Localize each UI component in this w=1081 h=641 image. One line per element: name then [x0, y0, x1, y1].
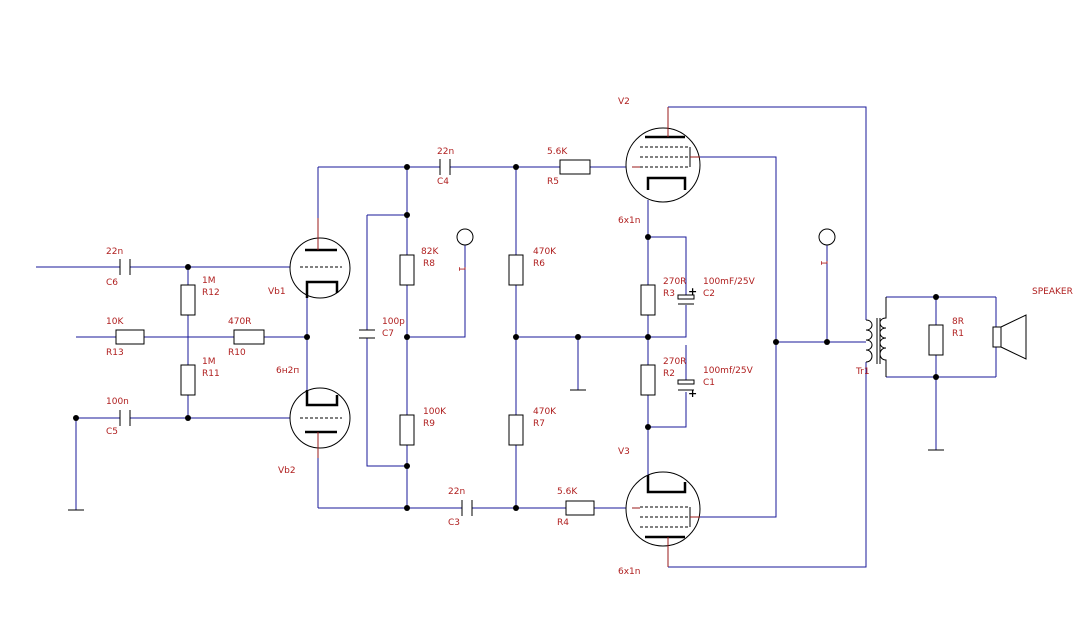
label-v3-ref: V3: [618, 447, 630, 457]
label-c2-value: 100mF/25V: [703, 277, 756, 287]
resistor-r4: [565, 500, 595, 516]
label-c1-value: 100mf/25V: [703, 366, 754, 376]
label-r1-value: 8R: [952, 317, 964, 327]
capacitor-c3: [461, 500, 473, 516]
label-terminal-t2-pin: 1: [818, 260, 828, 266]
label-r1-ref: R1: [952, 329, 964, 339]
capacitor-c6: [119, 259, 131, 275]
label-r9-value: 100K: [423, 407, 447, 417]
label-r6-ref: R6: [533, 259, 545, 269]
grounds: [68, 389, 944, 511]
label-r13-value: 10K: [106, 317, 124, 327]
label-tr1-ref: Tr1: [855, 367, 870, 377]
tube-vb2: [289, 387, 351, 458]
transformer-tr1: [865, 297, 887, 377]
label-r13-ref: R13: [106, 348, 124, 358]
label-r7-value: 470K: [533, 407, 557, 417]
label-r7-ref: R7: [533, 419, 545, 429]
label-r6-value: 470K: [533, 247, 557, 257]
label-r4-value: 5.6K: [557, 487, 578, 497]
tube-vb1: [289, 218, 351, 299]
capacitor-c5: [119, 410, 131, 426]
tube-v2: [625, 107, 701, 203]
label-r12-value: 1M: [202, 276, 216, 286]
terminal-t2: [818, 228, 836, 246]
label-c7-value: 100p: [382, 317, 405, 327]
capacitor-c7: [359, 329, 375, 339]
tube-v3: [625, 471, 701, 567]
label-c3-value: 22n: [448, 487, 465, 497]
resistor-r11: [180, 364, 196, 396]
resistor-r13: [115, 329, 145, 345]
junctions: [73, 164, 939, 511]
resistor-r1: [928, 324, 944, 356]
label-r3-value: 270R: [663, 277, 686, 287]
label-v2-ref: V2: [618, 97, 630, 107]
label-r4-ref: R4: [557, 518, 569, 528]
label-r2-value: 270R: [663, 357, 686, 367]
label-vb2-value: 6н2п: [276, 366, 299, 376]
resistor-r8: [399, 254, 415, 286]
label-r5-ref: R5: [547, 177, 559, 187]
label-v3-value: 6x1n: [618, 567, 640, 577]
label-r8-ref: R8: [423, 259, 435, 269]
capacitor-c2: [677, 294, 695, 305]
label-r8-value: 82K: [421, 247, 439, 257]
label-c4-value: 22n: [437, 147, 454, 157]
label-c6-ref: C6: [106, 278, 118, 288]
resistor-r5: [559, 159, 591, 175]
label-r10-ref: R10: [228, 348, 246, 358]
wires: [36, 106, 997, 568]
speaker-symbol: [992, 314, 1027, 360]
label-c4-ref: C4: [437, 177, 449, 187]
label-c6-value: 22n: [106, 247, 123, 257]
label-r5-value: 5.6K: [547, 147, 568, 157]
label-r2-ref: R2: [663, 369, 675, 379]
label-r3-ref: R3: [663, 289, 675, 299]
label-speaker: SPEAKER: [1032, 287, 1073, 297]
resistor-r6: [508, 254, 524, 286]
label-c5-value: 100n: [106, 397, 129, 407]
label-r10-value: 470R: [228, 317, 251, 327]
label-r11-value: 1M: [202, 357, 216, 367]
label-terminal-t1-pin: 1: [456, 266, 466, 272]
label-c2-ref: C2: [703, 289, 715, 299]
labels: 22n C6 1M R12 10K R13 470R R10 1M R11 10…: [106, 97, 1073, 577]
label-vb1-ref: Vb1: [268, 287, 286, 297]
label-c5-ref: C5: [106, 427, 118, 437]
label-r12-ref: R12: [202, 288, 220, 298]
label-c7-ref: C7: [382, 329, 394, 339]
terminal-t1: [456, 228, 474, 246]
resistor-r10: [233, 329, 265, 345]
label-r11-ref: R11: [202, 369, 220, 379]
resistors: [115, 159, 944, 516]
capacitor-c4: [439, 159, 451, 175]
resistor-r3: [640, 284, 656, 316]
label-v2-value: 6x1n: [618, 216, 640, 226]
resistor-r12: [180, 284, 196, 316]
resistor-r2: [640, 364, 656, 396]
label-c1-plus: +: [688, 387, 697, 400]
label-c1-ref: C1: [703, 378, 715, 388]
capacitor-c1: [677, 379, 695, 391]
label-r9-ref: R9: [423, 419, 435, 429]
resistor-r7: [508, 414, 524, 446]
resistor-r9: [399, 414, 415, 446]
label-c2-plus: +: [688, 285, 697, 298]
label-vb2-ref: Vb2: [278, 466, 296, 476]
label-c3-ref: C3: [448, 518, 460, 528]
